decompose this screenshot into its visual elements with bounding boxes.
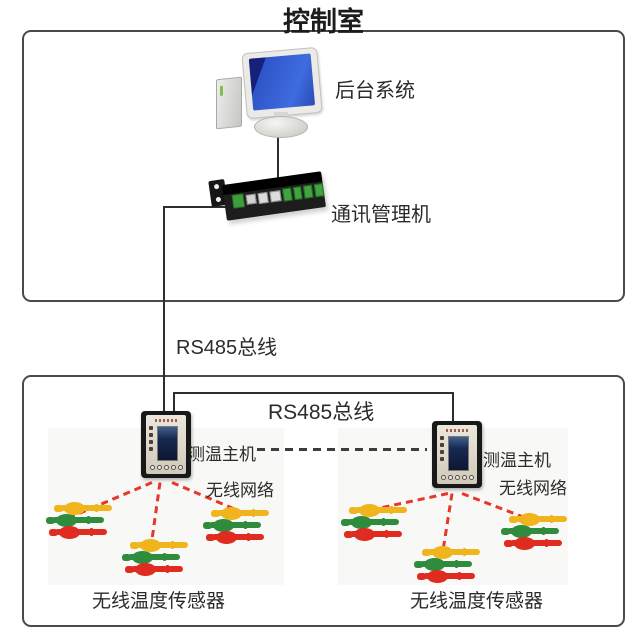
wireless-network-label-left: 无线网络	[206, 481, 274, 500]
pc-screen	[248, 53, 316, 111]
gateway-terminal-block	[281, 187, 293, 202]
pc-tower	[216, 76, 242, 130]
host-lcd-screen	[157, 426, 178, 461]
rs485-riser-line	[163, 206, 165, 413]
sensor-cluster-icon	[501, 513, 567, 551]
host-to-host-dashed-link	[257, 448, 427, 451]
sensor-cluster-icon	[122, 539, 188, 577]
rs485-field-line	[173, 392, 454, 394]
wireless-network-label-right: 无线网络	[499, 479, 567, 498]
gateway-usb-port	[245, 193, 257, 205]
host-label-right: 测温主机	[483, 451, 551, 470]
temperature-host-icon-right	[432, 421, 482, 488]
host-side-buttons	[149, 426, 153, 451]
sensor-cluster-icon	[341, 504, 407, 542]
desktop-computer-icon	[212, 46, 323, 138]
host-label-left: 测温主机	[188, 445, 256, 464]
gateway-body	[221, 171, 327, 221]
page-title: 控制室	[283, 7, 364, 37]
host-nameplate	[155, 419, 177, 422]
gateway-ethernet-port	[257, 191, 270, 204]
gateway-bus-stub	[163, 206, 230, 208]
pc-monitor	[241, 46, 323, 120]
control-room-box	[22, 30, 625, 302]
gateway-terminal-block	[303, 184, 314, 199]
host-face	[437, 425, 477, 484]
sensor-cluster-icon	[414, 546, 480, 584]
backend-system-label: 后台系统	[335, 80, 415, 102]
host-lcd-screen	[448, 436, 469, 471]
host1-bus-stub	[173, 392, 175, 413]
host2-bus-stub	[452, 392, 454, 423]
pc-base	[254, 116, 308, 138]
host-nameplate	[446, 429, 468, 432]
rs485-field-label: RS485总线	[268, 401, 375, 424]
comm-manager-label: 通讯管理机	[331, 204, 431, 226]
pc-gateway-link	[277, 133, 279, 182]
host-front-buttons	[441, 475, 474, 480]
rs485-riser-label: RS485总线	[176, 337, 278, 359]
sensor-label-right: 无线温度传感器	[410, 591, 544, 612]
gateway-ethernet-port	[269, 189, 282, 202]
rack-gateway-icon	[202, 168, 328, 234]
host-face	[146, 415, 186, 474]
gateway-terminal-port	[231, 193, 246, 209]
sensor-label-left: 无线温度传感器	[92, 591, 226, 612]
sensor-cluster-icon	[203, 507, 269, 545]
host-side-buttons	[440, 436, 444, 461]
host-front-buttons	[150, 465, 183, 470]
temperature-host-icon-left	[141, 411, 191, 478]
gateway-terminal-block	[313, 182, 325, 197]
gateway-terminal-block	[292, 185, 304, 200]
sensor-cluster-icon	[46, 502, 112, 540]
